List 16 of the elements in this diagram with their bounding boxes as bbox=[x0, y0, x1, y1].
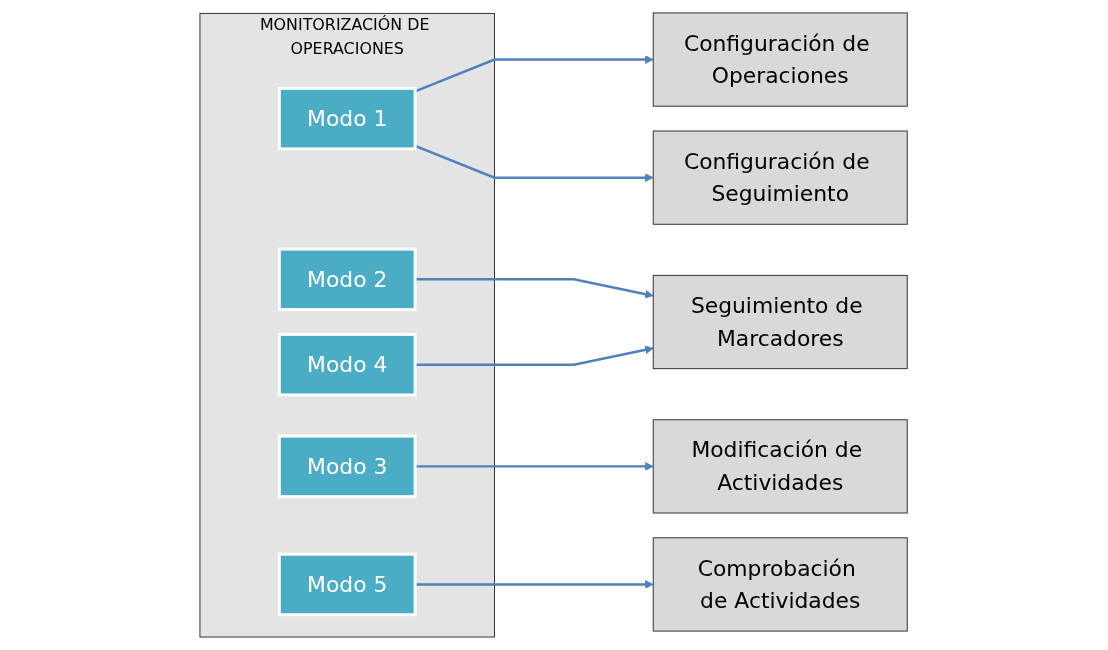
node-box: Modificación de Actividades bbox=[653, 419, 909, 514]
node-box: Modo 1 bbox=[278, 86, 417, 151]
arrow bbox=[415, 580, 655, 589]
arrow bbox=[415, 345, 655, 366]
node-box: Modo 5 bbox=[278, 552, 417, 617]
node-box: Seguimiento de Marcadores bbox=[653, 274, 909, 370]
arrow bbox=[415, 55, 655, 93]
node-box: Modo 3 bbox=[278, 434, 417, 499]
arrow bbox=[415, 144, 655, 182]
node-box: Comprobación de Actividades bbox=[653, 537, 909, 632]
node-box: Modo 4 bbox=[278, 332, 417, 397]
arrow bbox=[415, 278, 655, 299]
node-box: Configuración de Seguimiento bbox=[653, 130, 909, 225]
node-box: Configuración de Operaciones bbox=[653, 12, 909, 107]
arrow bbox=[415, 462, 655, 471]
node-box: Modo 2 bbox=[278, 247, 417, 312]
